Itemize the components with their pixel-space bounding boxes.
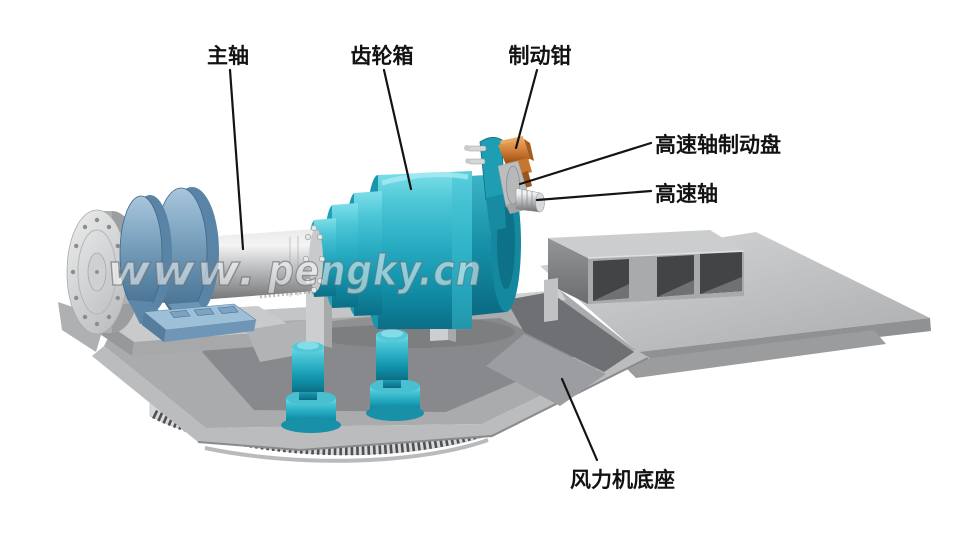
callout-high-speed-shaft: 高速轴 [655,182,718,206]
neck-shadow [506,292,634,372]
deck-skirt [92,346,650,450]
yaw-drive-motors [281,329,424,433]
shaft-stub-end [535,192,545,213]
pedestal-foot-front [142,312,166,342]
callout-main-shaft: 主轴 [207,44,249,68]
motor-body [292,346,324,392]
bracket-pin [468,158,486,165]
watermark: www.pengky.cn [107,246,482,295]
flange-center [95,270,99,274]
brake-caliper-body [498,139,530,165]
gearbox-highlight [381,172,469,186]
shaft-coupling-bolts [302,225,325,293]
gearbox-drum-band [452,171,472,330]
brake-assembly [464,136,545,231]
frame-edge-highlight [587,250,745,259]
motor-body [376,334,408,380]
motor-dome [297,341,319,350]
shaft-stub-ribs [521,189,533,211]
bracket-pin [467,145,487,152]
leader-high-speed-brake-disc [518,141,653,186]
shaft-seams [289,236,299,297]
foot-bolt-pad [169,310,191,318]
brake-bracket-lower [486,194,506,231]
support-post [544,278,558,322]
yaw-motor [366,329,424,421]
leader-brake-caliper [514,68,539,150]
main-shaft-end [309,229,323,291]
motor-dome [381,329,403,338]
motor-flange [281,417,341,433]
callout-high-speed-brake-disc: 高速轴制动盘 [655,133,781,157]
foot-bolt-pad [193,308,215,316]
bracket-pin-cap [464,145,470,151]
platform-lower-slab [620,330,886,378]
generator-mount-frame [548,230,745,304]
leader-gearbox [382,68,413,191]
support-post [306,292,324,346]
yaw-motor [281,341,341,433]
main-bearing-pedestals [119,187,257,342]
callout-brake-caliper: 制动钳 [509,44,572,68]
frame-opening-floor [593,284,629,301]
leader-main-shaft [228,68,245,251]
foot-bolt-pad [217,306,239,314]
neck-slope [486,334,606,406]
frame-opening-floor [700,277,742,294]
callout-turbine-base: 风力机底座 [570,468,675,492]
gearbox-drum [378,171,472,329]
pedestal-foot-side [164,320,256,342]
callout-gearbox: 齿轮箱 [351,44,414,68]
bracket-pin-cap [465,158,471,164]
gearbox-step3 [354,191,382,316]
support-post-side [324,292,332,348]
frame-top-face [548,230,744,258]
base-neck-channel [486,292,634,406]
gearbox-step2 [332,203,358,308]
motor-flange [366,405,424,421]
ring-under-shadow [204,438,489,463]
leader-turbine-base [560,377,599,462]
flange-inner-ring [77,229,117,315]
frame-opening-floor [657,280,694,297]
leader-lines [228,68,653,462]
caliper-side [524,139,534,161]
leader-high-speed-shaft [535,189,653,202]
